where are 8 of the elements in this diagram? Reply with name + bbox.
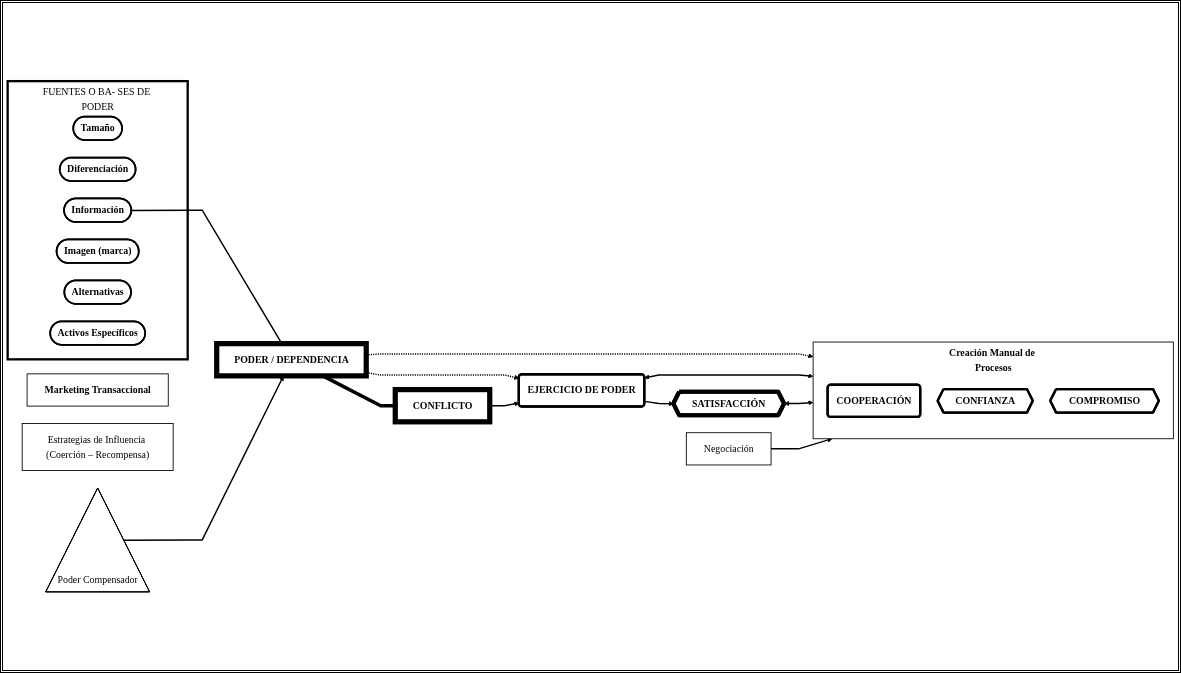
node-box: Negociación	[685, 432, 772, 466]
arrow	[644, 373, 814, 380]
arrow	[784, 400, 814, 407]
arrow	[770, 437, 833, 450]
node-box: Estrategias de Influencia (Coerción – Recompensa)	[21, 423, 174, 471]
node-box: Marketing Transaccional	[26, 373, 169, 407]
node-box: CONFLICTO	[392, 386, 493, 425]
node-box: PODER / DEPENDENCIA	[214, 341, 369, 379]
